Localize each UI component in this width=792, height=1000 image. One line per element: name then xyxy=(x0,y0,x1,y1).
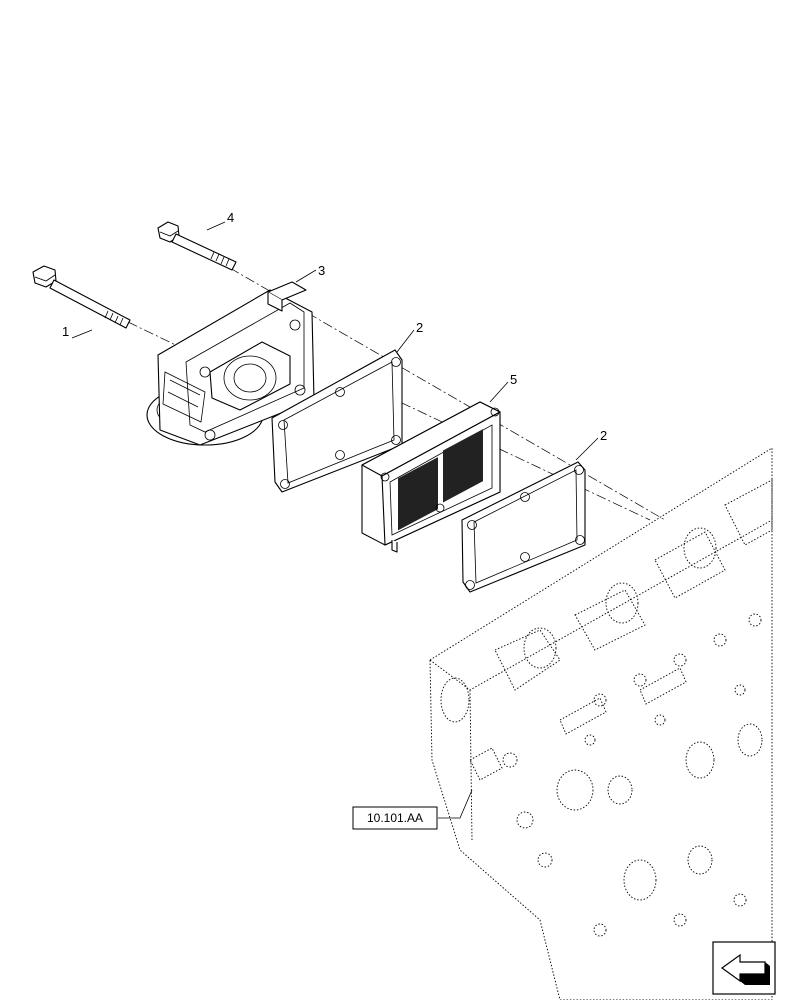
cooler-module-5 xyxy=(361,401,501,553)
callout-leaders xyxy=(71,221,599,819)
reference-box[interactable]: 10.101.AA xyxy=(352,806,438,830)
cylinder-head-reference xyxy=(429,447,773,1000)
callout-2-lower: 2 xyxy=(600,428,607,443)
housing-3 xyxy=(146,281,315,446)
reference-label: 10.101.AA xyxy=(367,811,423,825)
previous-page-arrow-icon[interactable] xyxy=(712,941,776,995)
bolt-1 xyxy=(32,265,131,329)
callout-1: 1 xyxy=(62,324,69,339)
callout-3: 3 xyxy=(318,263,325,278)
bolt-4 xyxy=(157,221,237,271)
callout-2-upper: 2 xyxy=(416,320,423,335)
callout-5: 5 xyxy=(510,372,517,387)
gasket-2-lower xyxy=(461,461,586,593)
callout-4: 4 xyxy=(227,210,234,225)
